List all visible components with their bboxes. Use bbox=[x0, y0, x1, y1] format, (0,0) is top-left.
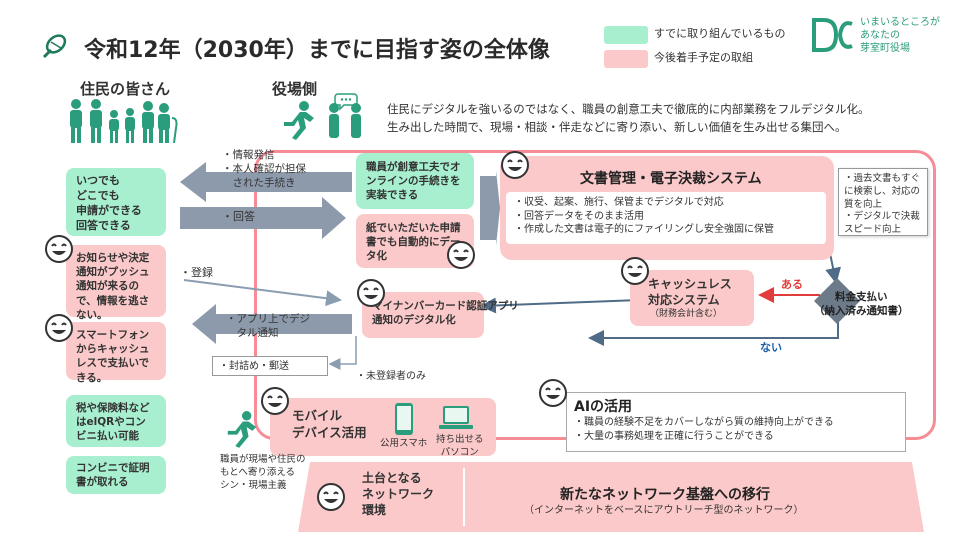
logo-text-2: あなたの bbox=[860, 30, 900, 41]
field-staff-icon bbox=[224, 410, 258, 448]
staff-running-icon bbox=[280, 100, 316, 140]
box-ai bbox=[566, 392, 906, 452]
network-left: 土台となる ネットワーク 環境 bbox=[362, 471, 435, 518]
smiley-icon bbox=[447, 241, 475, 269]
arrow-to-docsystem bbox=[480, 170, 500, 246]
family-icon bbox=[66, 98, 178, 144]
ai-item-2: ・大量の事務処理を正確に行うことができる bbox=[574, 431, 774, 442]
ai-title: AIの活用 bbox=[574, 399, 633, 415]
box-online: 職員が創意工夫でオンラインの手続きを実装できる bbox=[356, 153, 474, 209]
arrow-app-notice bbox=[192, 304, 352, 344]
arrow-answer bbox=[180, 197, 346, 239]
resident-qr: 税や保険料などはelQRやコンビニ払い可能 bbox=[66, 395, 166, 447]
network-sub: （インターネットをベースにアウトリーチ型のネットワーク） bbox=[524, 505, 804, 516]
legend-planned-label: 今後着手予定の取組 bbox=[654, 51, 753, 64]
smiley-icon bbox=[501, 151, 529, 179]
smiley-icon bbox=[45, 235, 73, 263]
docsystem-item-2: ・回答データをそのまま活用 bbox=[514, 210, 644, 222]
label-no: ない bbox=[760, 341, 782, 354]
arrow-cashless-to-app bbox=[480, 297, 641, 314]
docsystem-note: ・過去文書もすぐに検索し、対応の質を向上 ・デジタルで決裁スピード向上 bbox=[838, 168, 928, 236]
resident-cashless: スマートフォンからキャッシュレスで支払いできる。 bbox=[66, 322, 166, 384]
label-app-notice: ・アプリ上でデジ タル通知 bbox=[226, 313, 310, 340]
office-heading: 役場側 bbox=[272, 80, 318, 98]
arrow-mail bbox=[328, 336, 357, 370]
page-title: 令和12年（2030年）までに目指す姿の全体像 bbox=[84, 38, 550, 63]
network-title: 新たなネットワーク基盤への移行 bbox=[560, 487, 770, 503]
smiley-icon bbox=[357, 279, 385, 307]
logo-text-1: いまいるところが bbox=[860, 17, 940, 28]
label-info: ・情報発信 ・本人確認が担保 された手続き bbox=[222, 149, 306, 190]
label-answer: ・回答 bbox=[222, 210, 255, 223]
smiley-icon bbox=[261, 387, 289, 415]
legend-planned-swatch bbox=[604, 50, 648, 68]
docsystem-item-3: ・作成した文書は電子的にファイリングし安全強固に保管 bbox=[514, 224, 774, 235]
cashless-system-title: キャッシュレス 対応システム bbox=[648, 277, 732, 308]
smartphone-icon bbox=[392, 402, 416, 436]
logo-text-3: 芽室町役場 bbox=[860, 43, 910, 54]
box-cashless-system bbox=[630, 270, 754, 326]
ai-item-1: ・職員の経験不足をカバーしながら質の維持向上ができる bbox=[574, 417, 834, 428]
label-mail: ・封詰め・郵送 bbox=[212, 356, 328, 376]
fee-label: 料金支払い （納入済み通知書） bbox=[814, 291, 909, 318]
arrow-info bbox=[180, 162, 352, 202]
label-yes: ある bbox=[781, 278, 803, 291]
arrow-register bbox=[183, 279, 342, 307]
staff-talking-icon bbox=[326, 92, 366, 140]
smiley-icon bbox=[317, 483, 345, 511]
smiley-icon bbox=[45, 314, 73, 342]
cashless-system-sub: （財務会計含む） bbox=[650, 309, 723, 319]
resident-push: お知らせや決定通知がプッシュ通知が来るので、情報を逃さない。 bbox=[66, 245, 166, 321]
logo-icon bbox=[808, 14, 856, 58]
docsystem-list: ・収受、起案、施行、保管までデジタルで対応 ・回答データをそのまま活用 ・作成し… bbox=[506, 192, 826, 244]
residents-heading: 住民の皆さん bbox=[80, 80, 171, 98]
arrow-no bbox=[588, 320, 839, 346]
smiley-icon bbox=[621, 257, 649, 285]
legend-done-label: すでに取り組んでいるもの bbox=[654, 27, 786, 40]
legend-done-swatch bbox=[604, 26, 648, 44]
network-band bbox=[298, 462, 924, 532]
title-icon bbox=[38, 30, 70, 62]
pc-label: 持ち出せる パソコン bbox=[436, 434, 484, 458]
resident-anytime: いつでも どこでも 申請ができる 回答できる bbox=[66, 168, 166, 236]
label-unregistered: ・未登録者のみ bbox=[356, 371, 426, 382]
mobile-title: モバイル デバイス活用 bbox=[292, 408, 367, 440]
resident-convenience: コンビニで証明書が取れる bbox=[66, 456, 166, 494]
field-note: 職員が現場や住民の もとへ寄り添える シン・現場主義 bbox=[220, 454, 306, 491]
laptop-icon bbox=[438, 404, 474, 432]
smiley-icon bbox=[539, 379, 567, 407]
docsystem-title: 文書管理・電子決裁システム bbox=[580, 171, 762, 187]
office-vision-line1: 住民にデジタルを強いるのではなく、職員の創意工夫で徹底的に内部業務をフルデジタル… bbox=[387, 102, 870, 116]
phone-label: 公用スマホ bbox=[380, 438, 428, 449]
fee-diamond bbox=[812, 276, 862, 326]
office-vision-line2: 生み出した時間で、現場・相談・伴走などに寄り添い、新しい価値を生み出せる集団へ。 bbox=[387, 120, 847, 134]
docsystem-item-1: ・収受、起案、施行、保管までデジタルで対応 bbox=[514, 197, 724, 208]
label-register: ・登録 bbox=[180, 266, 213, 279]
